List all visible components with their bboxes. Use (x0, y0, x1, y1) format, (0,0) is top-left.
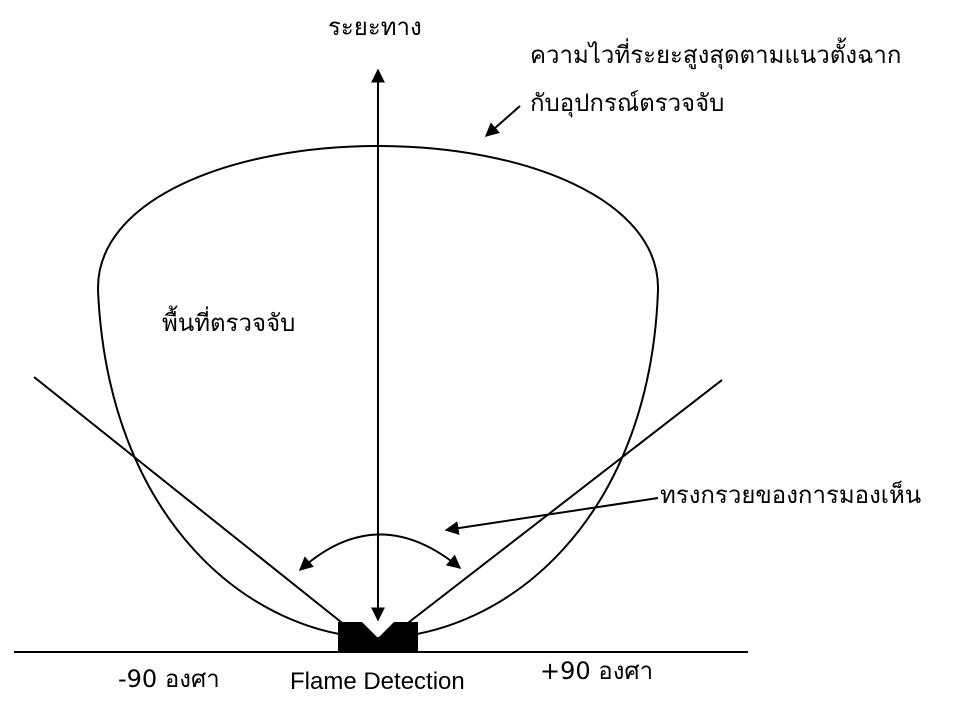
device-label: Flame Detection (290, 668, 465, 695)
angle-curved-arrow (298, 533, 462, 571)
detection-area-label: พื้นที่ตรวจจับ (162, 309, 296, 337)
cone-of-vision-label: ทรงกรวยของการมองเห็น (660, 481, 922, 509)
distance-axis-label: ระยะทาง (328, 13, 422, 41)
max-sensitivity-label-line1: ความไวที่ระยะสูงสุดตามแนวตั้งฉาก (530, 41, 902, 69)
cone-left-line (33, 376, 347, 627)
max-sensitivity-pointer (484, 105, 521, 137)
angle-minus-90-label: -90 องศา (118, 665, 220, 693)
cone-right-line (403, 379, 723, 627)
angle-plus-90-label: +90 องศา (540, 657, 654, 685)
flame-detector-device (338, 622, 418, 652)
cone-pointer (444, 497, 659, 536)
max-sensitivity-label-line2: กับอุปกรณ์ตรวจจับ (530, 89, 725, 117)
